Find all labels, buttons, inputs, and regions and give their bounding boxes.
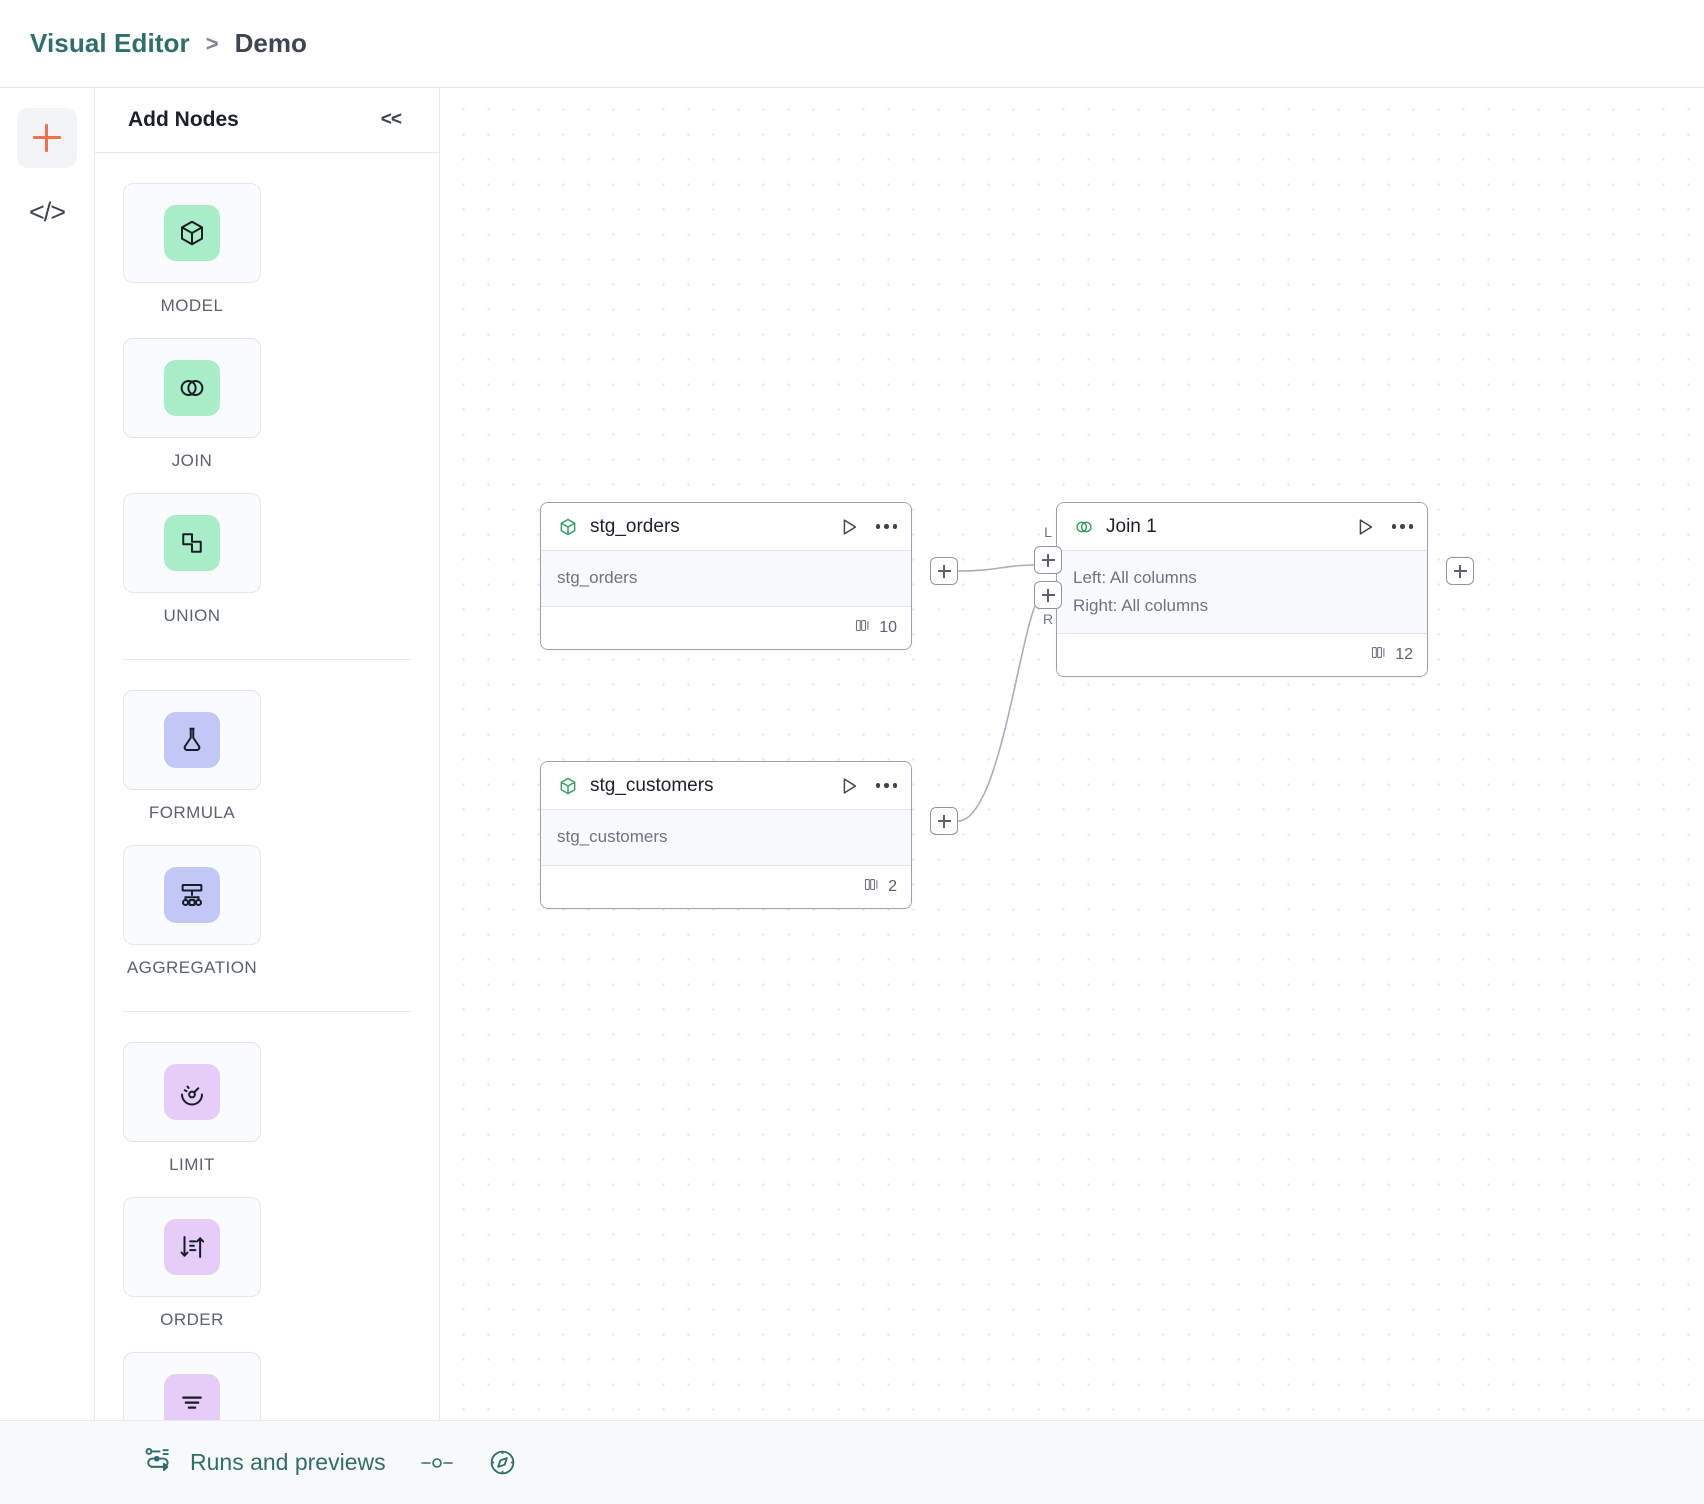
- node-group-sources: MODEL JOIN: [95, 183, 439, 626]
- play-icon[interactable]: [1354, 516, 1376, 538]
- cube-icon: [181, 220, 203, 246]
- handle-join-left-input[interactable]: [1034, 546, 1062, 574]
- main-area: </> Add Nodes <<: [0, 88, 1704, 1420]
- flow-node-join-1[interactable]: Join 1 Left: All columns Right: All colu…: [1056, 502, 1428, 678]
- node-title: Join 1: [1106, 515, 1157, 537]
- node-body-line: stg_customers: [557, 827, 668, 846]
- flow-icon: [142, 1445, 173, 1481]
- play-icon[interactable]: [838, 775, 860, 797]
- palette-item-order[interactable]: ORDER: [123, 1197, 261, 1330]
- column-count: 10: [879, 618, 897, 636]
- cube-icon: [557, 775, 579, 797]
- handle-right-label: R: [1042, 611, 1054, 627]
- palette-item-join[interactable]: JOIN: [123, 338, 261, 471]
- node-header: Join 1: [1057, 503, 1427, 551]
- sort-icon: [180, 1236, 205, 1258]
- node-body-line: stg_orders: [557, 568, 638, 587]
- filter-icon: [182, 1396, 202, 1409]
- breadcrumb: Visual Editor > Demo: [0, 0, 1704, 88]
- node-header: stg_orders: [541, 503, 911, 551]
- palette-item-filter[interactable]: FILTER: [123, 1352, 261, 1420]
- venn-icon: [1073, 516, 1095, 538]
- palette-label: JOIN: [171, 451, 213, 470]
- flow-node-stg-customers[interactable]: stg_customers stg_customers 2: [540, 761, 912, 909]
- more-icon[interactable]: [875, 783, 897, 788]
- breadcrumb-current-page: Demo: [234, 28, 307, 58]
- slider-icon[interactable]: [420, 1453, 454, 1473]
- panel-title: Add Nodes: [128, 108, 239, 131]
- palette-item-model[interactable]: MODEL: [123, 183, 261, 316]
- edge-orders-to-join-left: [957, 564, 1039, 572]
- flask-icon: [183, 727, 201, 751]
- gauge-icon: [181, 1085, 203, 1106]
- plus-icon: [33, 124, 61, 152]
- flow-node-stg-orders[interactable]: stg_orders stg_orders 10: [540, 502, 912, 650]
- palette-divider: [123, 1011, 411, 1012]
- columns-icon: [1370, 644, 1387, 666]
- node-footer: 10: [541, 606, 911, 649]
- node-body: Left: All columns Right: All columns: [1057, 551, 1427, 635]
- node-header: stg_customers: [541, 762, 911, 810]
- node-body-line-left: Left: All columns: [1073, 568, 1197, 587]
- palette-item-formula[interactable]: FORMULA: [123, 690, 261, 823]
- handle-left-label: L: [1044, 524, 1052, 540]
- edge-layer: [957, 564, 1039, 822]
- columns-icon: [854, 617, 871, 639]
- code-view-rail-button[interactable]: </>: [17, 182, 77, 242]
- palette-label: LIMIT: [169, 1155, 215, 1174]
- more-icon[interactable]: [875, 524, 897, 529]
- palette-label: ORDER: [160, 1310, 224, 1329]
- breadcrumb-root-link[interactable]: Visual Editor: [30, 28, 190, 58]
- cube-icon: [557, 516, 579, 538]
- palette-label: FORMULA: [148, 803, 236, 822]
- palette-label: UNION: [163, 606, 221, 625]
- handle-orders-output[interactable]: [930, 557, 958, 585]
- node-body: stg_customers: [541, 810, 911, 866]
- venn-icon: [180, 380, 204, 396]
- columns-icon: [863, 876, 880, 898]
- add-nodes-panel: Add Nodes << MODEL: [95, 88, 440, 1420]
- more-icon[interactable]: [1391, 524, 1413, 529]
- node-title: stg_orders: [590, 515, 680, 537]
- flow-canvas[interactable]: stg_orders stg_orders 10: [440, 88, 1704, 1420]
- compass-icon[interactable]: [488, 1448, 517, 1477]
- palette-label: MODEL: [160, 296, 224, 315]
- palette-item-aggregation[interactable]: AGGREGATION: [123, 845, 261, 978]
- node-footer: 2: [541, 865, 911, 908]
- breadcrumb-separator: >: [205, 30, 219, 56]
- runs-and-previews-label: Runs and previews: [190, 1449, 386, 1475]
- collapse-panel-button[interactable]: <<: [380, 109, 402, 130]
- bottom-toolbar: Runs and previews: [0, 1420, 1704, 1504]
- handle-join-right-input[interactable]: [1034, 581, 1062, 609]
- node-footer: 12: [1057, 634, 1427, 677]
- node-group-shaping: LIMIT ORDER: [95, 1042, 439, 1420]
- palette-item-limit[interactable]: LIMIT: [123, 1042, 261, 1175]
- palette-label: AGGREGATION: [126, 958, 258, 977]
- node-group-transforms: FORMULA AGGREGATION: [95, 690, 439, 978]
- code-icon: </>: [28, 196, 66, 227]
- play-icon[interactable]: [838, 516, 860, 538]
- add-nodes-list: MODEL JOIN: [95, 153, 439, 1420]
- node-title: stg_customers: [590, 774, 714, 796]
- handle-join-output[interactable]: [1446, 557, 1474, 585]
- handle-customers-output[interactable]: [930, 807, 958, 835]
- add-node-rail-button[interactable]: [17, 108, 77, 168]
- column-count: 12: [1395, 646, 1413, 664]
- edge-customers-to-join-right: [957, 599, 1039, 822]
- palette-divider: [123, 659, 411, 660]
- hierarchy-icon: [181, 884, 203, 906]
- palette-item-union[interactable]: UNION: [123, 493, 261, 626]
- add-nodes-panel-header: Add Nodes <<: [95, 88, 439, 153]
- node-body: stg_orders: [541, 551, 911, 607]
- runs-and-previews-button[interactable]: Runs and previews: [142, 1445, 386, 1481]
- left-rail: </>: [0, 88, 95, 1420]
- union-icon: [182, 533, 202, 553]
- column-count: 2: [888, 877, 897, 895]
- node-body-line-right: Right: All columns: [1073, 595, 1209, 615]
